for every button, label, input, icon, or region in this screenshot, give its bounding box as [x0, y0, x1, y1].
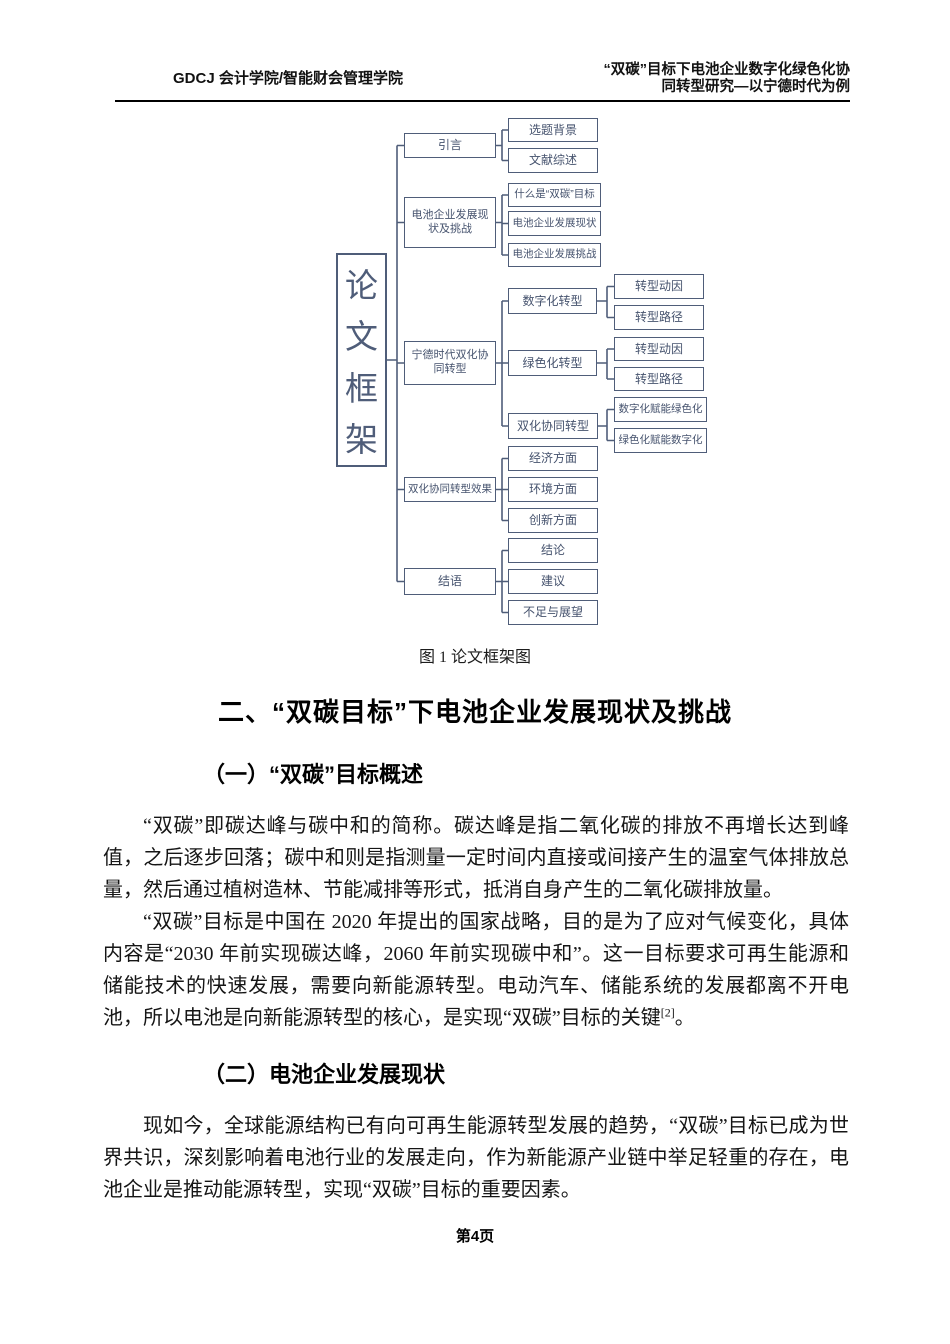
- node-battery-dev-challenges: 电池企业发展挑战: [508, 243, 601, 267]
- paragraph-1: “双碳”即碳达峰与碳中和的简称。碳达峰是指二氧化碳的排放不再增长达到峰值，之后逐…: [103, 815, 849, 901]
- node-green-transformation: 绿色化转型: [508, 350, 597, 376]
- subsection-heading-2: （二）电池企业发展现状: [203, 1062, 446, 1087]
- node-green-motivation: 转型动因: [614, 337, 704, 361]
- node-innovation-aspect: 创新方面: [508, 508, 598, 533]
- node-introduction: 引言: [404, 133, 496, 158]
- figure-caption: 图 1 论文框架图: [418, 649, 531, 666]
- node-digital-motivation: 转型动因: [614, 274, 704, 299]
- header-paper-title-line1: “双碳”目标下电池企业数字化绿色化协: [603, 62, 851, 78]
- paragraph-2-text: “双碳”目标是中国在 2020 年提出的国家战略，目的是为了应对气候变化，具体内…: [103, 911, 849, 1029]
- node-catl-dual-transformation: 宁德时代双化协同转型: [404, 341, 496, 385]
- diagram-connectors: [387, 129, 614, 614]
- node-green-empowers-digital: 绿色化赋能数字化: [614, 428, 707, 453]
- root-char-2: 文: [345, 318, 378, 356]
- root-char-3: 框: [345, 369, 378, 407]
- node-dual-synergy-transformation: 双化协同转型: [508, 413, 598, 439]
- body-text-block-2: 现如今，全球能源结构已有向可再生能源转型发展的趋势，“双碳”目标已成为世界共识，…: [103, 1110, 849, 1206]
- header-divider-line: [115, 100, 850, 102]
- framework-diagram: 论 文 框 架 引言 电池企业发展现状及挑战 宁德时代双化协同转型 双化协同转型…: [0, 0, 950, 660]
- body-text-block-1: “双碳”即碳达峰与碳中和的简称。碳达峰是指二氧化碳的排放不再增长达到峰值，之后逐…: [103, 810, 849, 1034]
- node-what-is-dual-carbon: 什么是“双碳”目标: [508, 183, 601, 207]
- diagram-root-box: 论 文 框 架: [336, 253, 387, 467]
- node-status-and-challenges: 电池企业发展现状及挑战: [404, 197, 496, 248]
- node-digital-empowers-green: 数字化赋能绿色化: [614, 397, 707, 422]
- section-heading: 二、“双碳目标”下电池企业发展现状及挑战: [217, 697, 732, 727]
- node-economic-aspect: 经济方面: [508, 446, 598, 471]
- footer-page-number: 第4页: [455, 1228, 495, 1245]
- paragraph-2: “双碳”目标是中国在 2020 年提出的国家战略，目的是为了应对气候变化，具体内…: [103, 906, 849, 1034]
- header-paper-title: “双碳”目标下电池企业数字化绿色化协 同转型研究—以宁德时代为例: [604, 62, 851, 96]
- subsection-heading-1: （一）“双碳”目标概述: [203, 762, 424, 787]
- node-conclusion-section: 结语: [404, 568, 496, 595]
- node-digital-transformation: 数字化转型: [508, 288, 597, 314]
- header-school-name: GDCJ 会计学院/智能财会管理学院: [173, 70, 404, 87]
- paragraph-3: 现如今，全球能源结构已有向可再生能源转型发展的趋势，“双碳”目标已成为世界共识，…: [103, 1115, 849, 1201]
- node-literature-review: 文献综述: [508, 148, 598, 173]
- node-limitations-outlook: 不足与展望: [508, 600, 598, 625]
- node-conclusions: 结论: [508, 538, 598, 563]
- node-topic-background: 选题背景: [508, 118, 598, 142]
- node-green-path: 转型路径: [614, 367, 704, 391]
- node-digital-path: 转型路径: [614, 305, 704, 330]
- citation-ref-2: [2]: [660, 1005, 675, 1020]
- node-environmental-aspect: 环境方面: [508, 477, 598, 502]
- root-char-1: 论: [345, 266, 378, 304]
- node-suggestions: 建议: [508, 569, 598, 594]
- root-char-4: 架: [345, 421, 378, 459]
- node-transformation-effects: 双化协同转型效果: [404, 477, 496, 502]
- header-paper-title-line2: 同转型研究—以宁德时代为例: [661, 79, 851, 95]
- node-battery-dev-status: 电池企业发展现状: [508, 211, 601, 236]
- paragraph-2-period: 。: [674, 1007, 695, 1029]
